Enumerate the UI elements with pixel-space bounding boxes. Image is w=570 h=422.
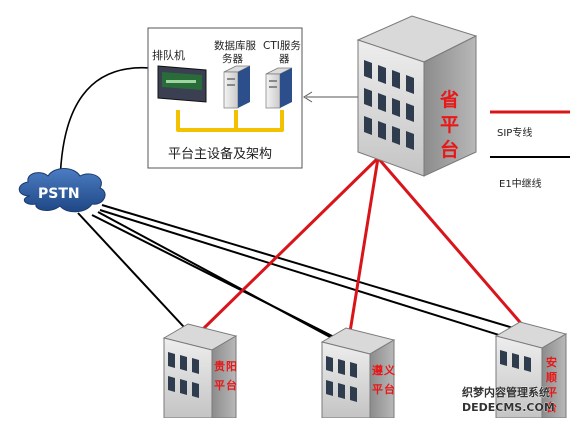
e1-line-anshun-2 <box>101 204 521 331</box>
database-server-label-line2: 务器 <box>222 52 243 65</box>
anshun-label-2: 顺 <box>546 370 557 384</box>
cti-server-label: CTI服务 器 <box>263 39 304 65</box>
provincial-label-2: 平 <box>440 114 459 136</box>
zunyi-label-4: 台 <box>384 382 395 396</box>
e1-line-anshun-1 <box>99 209 516 341</box>
sip-lines <box>200 156 527 333</box>
database-server-label-line1: 数据库服 <box>214 39 256 52</box>
guiyang-platform-building: 贵 阳 平 台 <box>162 323 238 419</box>
queue-machine-icon <box>157 65 207 103</box>
sip-line-anshun <box>376 157 527 329</box>
e1-line-pstn-to-devices <box>59 66 151 191</box>
pstn-label: PSTN <box>38 186 80 202</box>
guiyang-label-4: 台 <box>226 378 237 392</box>
watermark-line1: 织梦内容管理系统 <box>462 385 550 399</box>
legend-sip-label: SIP专线 <box>497 126 532 139</box>
cti-server-label-line1: CTI服务 <box>263 39 301 52</box>
pstn-cloud: PSTN <box>18 168 106 213</box>
watermark-line2: DEDECMS.COM <box>462 401 555 414</box>
provincial-platform-building: 省 平 台 <box>356 15 478 177</box>
zunyi-label-3: 平 <box>372 383 383 396</box>
provincial-to-devices-arrow <box>303 91 358 103</box>
anshun-label-3: 平 <box>546 386 557 399</box>
device-bus <box>176 110 284 132</box>
e1-line-zunyi-2 <box>97 211 346 346</box>
zunyi-label-2: 义 <box>384 363 396 377</box>
anshun-label-4: 台 <box>546 400 557 414</box>
e1-line-guiyang <box>77 212 197 341</box>
zunyi-platform-building: 遵 义 平 台 <box>320 327 396 419</box>
database-server-label: 数据库服 务器 <box>214 39 259 65</box>
guiyang-label-3: 平 <box>214 379 225 392</box>
anshun-platform-building: 安 顺 平 台 <box>494 321 568 419</box>
device-box-caption: 平台主设备及架构 <box>168 146 272 162</box>
anshun-label-1: 安 <box>546 355 557 369</box>
legend: SIP专线 E1中继线 <box>490 110 570 190</box>
cti-server-label-line2: 器 <box>279 53 290 65</box>
guiyang-label-1: 贵 <box>214 359 225 373</box>
watermark: 织梦内容管理系统 DEDECMS.COM <box>462 385 555 415</box>
provincial-label-1: 省 <box>439 89 459 111</box>
sip-line-zunyi <box>348 157 380 333</box>
e1-trunk-lines <box>59 66 521 346</box>
zunyi-label-1: 遵 <box>372 363 384 377</box>
queue-machine-label: 排队机 <box>152 48 185 62</box>
provincial-label-3: 台 <box>440 138 459 161</box>
guiyang-label-2: 阳 <box>226 359 237 373</box>
cti-server-icon <box>265 67 293 109</box>
database-server-icon <box>223 65 251 109</box>
platform-device-box: 排队机 数据库服 务器 CTI服务 器 平台主设备及架构 <box>147 27 304 169</box>
sip-line-guiyang <box>200 156 380 332</box>
provincial-windows <box>364 60 414 150</box>
legend-e1-label: E1中继线 <box>499 177 542 190</box>
